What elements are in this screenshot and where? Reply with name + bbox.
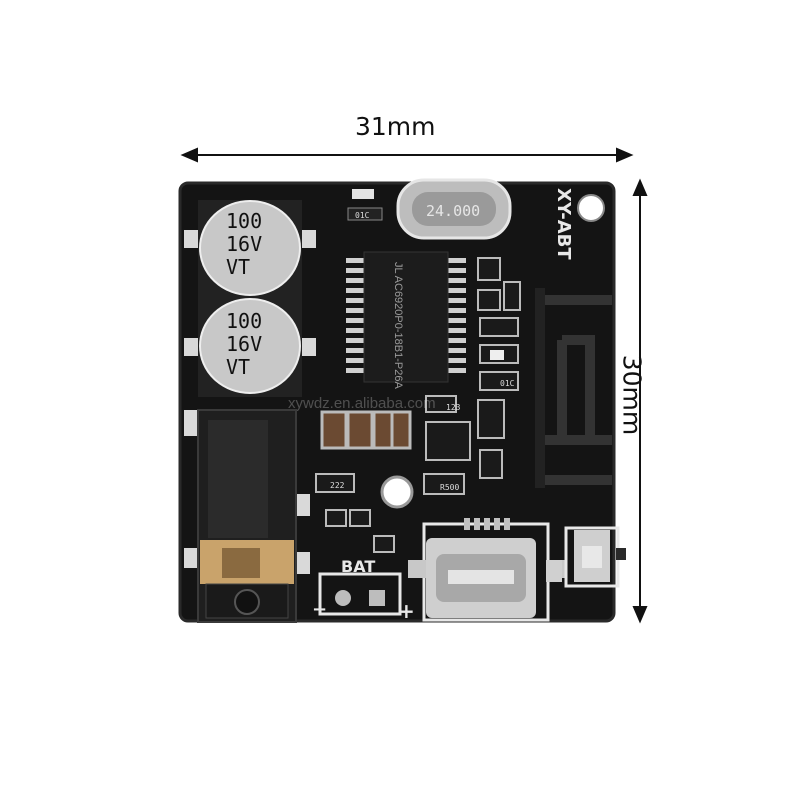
capacitor-bottom: 100 16V VT [184,297,316,397]
resistor-code: 222 [330,481,345,490]
battery-label: BAT [341,557,375,576]
resistor-code: 01C [500,379,515,388]
mounting-hole [380,475,414,509]
capacitor-top: 100 16V VT [184,200,316,300]
capacitor-brand: VT [226,355,250,379]
capacitor-brand: VT [226,255,250,279]
mounting-hole [577,194,605,222]
resistor-code: R500 [440,483,459,492]
chip-marking: JL AC6920P0-18B1-P26A [392,262,404,389]
board-model-label: XY-ABT [553,188,574,260]
slide-switch [564,526,626,588]
ceramic-capacitors [320,410,412,450]
crystal-oscillator: 24.000 [396,178,512,240]
capacitor-voltage: 16V [226,232,262,256]
battery-positive-label: + [398,599,415,623]
width-dimension-label: 31mm [355,112,436,141]
audio-jack [184,409,310,623]
crystal-frequency: 24.000 [426,202,480,220]
micro-usb-port [408,518,566,622]
width-arrow [180,147,634,163]
capacitor-value: 100 [226,309,262,333]
resistor [347,207,383,221]
capacitor-value: 100 [226,209,262,233]
smd-components [423,257,521,495]
battery-negative-label: − [312,599,327,620]
capacitor-voltage: 16V [226,332,262,356]
battery-pad-negative [335,590,351,606]
battery-pad-positive [369,590,385,606]
watermark: xywdz.en.alibaba.com [288,395,436,412]
resistor-code: 123 [446,403,461,412]
main-chip: JL AC6920P0-18B1-P26A [346,251,466,389]
battery-pad-frame [318,572,402,616]
height-arrow [632,178,648,624]
resistor-code: 01C [355,211,370,220]
